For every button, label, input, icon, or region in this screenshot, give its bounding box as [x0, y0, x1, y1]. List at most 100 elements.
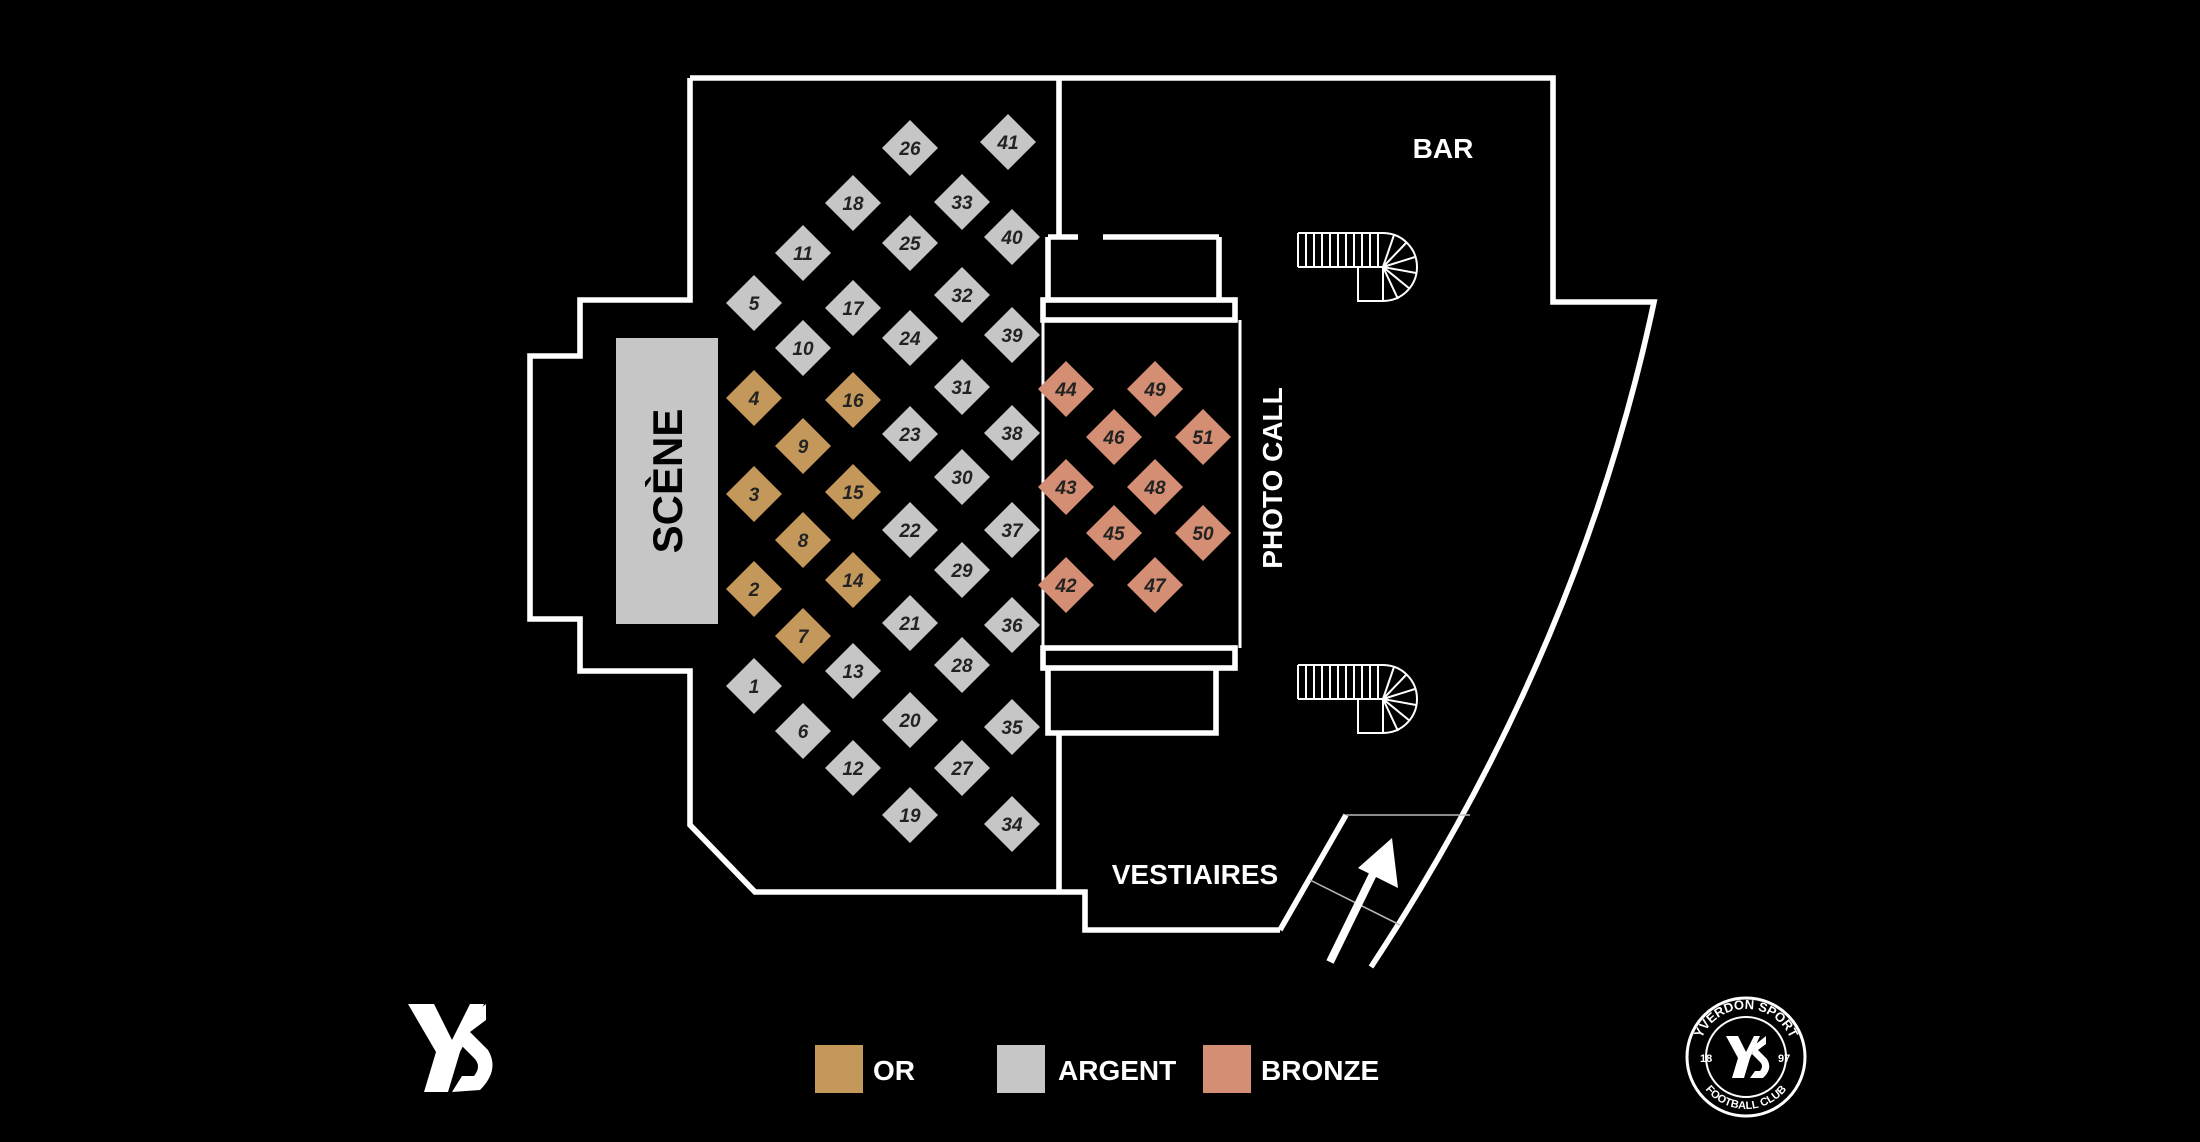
table-diamond[interactable] [775, 418, 831, 474]
table-10[interactable]: 10 [775, 320, 831, 376]
table-38[interactable]: 38 [984, 405, 1040, 461]
table-diamond[interactable] [775, 225, 831, 281]
table-49[interactable]: 49 [1127, 361, 1183, 417]
table-30[interactable]: 30 [934, 449, 990, 505]
table-23[interactable]: 23 [882, 406, 938, 462]
table-51[interactable]: 51 [1175, 409, 1231, 465]
table-27[interactable]: 27 [934, 740, 990, 796]
table-45[interactable]: 45 [1086, 505, 1142, 561]
table-diamond[interactable] [1127, 459, 1183, 515]
table-12[interactable]: 12 [825, 740, 881, 796]
table-22[interactable]: 22 [882, 502, 938, 558]
table-34[interactable]: 34 [984, 796, 1040, 852]
table-13[interactable]: 13 [825, 643, 881, 699]
table-8[interactable]: 8 [775, 512, 831, 568]
table-diamond[interactable] [825, 175, 881, 231]
table-diamond[interactable] [726, 658, 782, 714]
table-diamond[interactable] [882, 502, 938, 558]
table-25[interactable]: 25 [882, 215, 938, 271]
table-2[interactable]: 2 [726, 561, 782, 617]
table-diamond[interactable] [1038, 557, 1094, 613]
table-16[interactable]: 16 [825, 372, 881, 428]
table-42[interactable]: 42 [1038, 557, 1094, 613]
table-diamond[interactable] [882, 406, 938, 462]
table-diamond[interactable] [1175, 409, 1231, 465]
table-diamond[interactable] [984, 699, 1040, 755]
table-31[interactable]: 31 [934, 359, 990, 415]
table-14[interactable]: 14 [825, 552, 881, 608]
table-19[interactable]: 19 [882, 787, 938, 843]
table-diamond[interactable] [726, 466, 782, 522]
table-diamond[interactable] [775, 512, 831, 568]
table-diamond[interactable] [825, 740, 881, 796]
table-3[interactable]: 3 [726, 466, 782, 522]
table-24[interactable]: 24 [882, 310, 938, 366]
table-32[interactable]: 32 [934, 267, 990, 323]
table-diamond[interactable] [980, 114, 1036, 170]
table-28[interactable]: 28 [934, 637, 990, 693]
table-6[interactable]: 6 [775, 703, 831, 759]
table-5[interactable]: 5 [726, 275, 782, 331]
table-21[interactable]: 21 [882, 595, 938, 651]
table-diamond[interactable] [882, 787, 938, 843]
table-40[interactable]: 40 [984, 209, 1040, 265]
table-diamond[interactable] [934, 740, 990, 796]
table-diamond[interactable] [726, 275, 782, 331]
table-diamond[interactable] [1038, 361, 1094, 417]
table-4[interactable]: 4 [726, 370, 782, 426]
table-36[interactable]: 36 [984, 597, 1040, 653]
table-44[interactable]: 44 [1038, 361, 1094, 417]
table-diamond[interactable] [934, 174, 990, 230]
table-diamond[interactable] [825, 280, 881, 336]
table-diamond[interactable] [1086, 409, 1142, 465]
table-diamond[interactable] [1175, 505, 1231, 561]
table-diamond[interactable] [882, 310, 938, 366]
table-9[interactable]: 9 [775, 418, 831, 474]
table-diamond[interactable] [1038, 459, 1094, 515]
table-diamond[interactable] [984, 597, 1040, 653]
table-47[interactable]: 47 [1127, 557, 1183, 613]
table-diamond[interactable] [934, 449, 990, 505]
table-39[interactable]: 39 [984, 307, 1040, 363]
table-diamond[interactable] [825, 464, 881, 520]
table-diamond[interactable] [825, 372, 881, 428]
table-37[interactable]: 37 [984, 502, 1040, 558]
table-diamond[interactable] [984, 307, 1040, 363]
table-29[interactable]: 29 [934, 542, 990, 598]
table-diamond[interactable] [775, 703, 831, 759]
table-17[interactable]: 17 [825, 280, 881, 336]
table-diamond[interactable] [984, 502, 1040, 558]
table-diamond[interactable] [984, 209, 1040, 265]
table-diamond[interactable] [934, 267, 990, 323]
table-diamond[interactable] [934, 359, 990, 415]
table-11[interactable]: 11 [775, 225, 831, 281]
table-diamond[interactable] [825, 643, 881, 699]
table-diamond[interactable] [726, 561, 782, 617]
table-diamond[interactable] [984, 796, 1040, 852]
table-diamond[interactable] [775, 320, 831, 376]
table-7[interactable]: 7 [775, 608, 831, 664]
table-diamond[interactable] [984, 405, 1040, 461]
table-diamond[interactable] [726, 370, 782, 426]
table-diamond[interactable] [882, 692, 938, 748]
table-18[interactable]: 18 [825, 175, 881, 231]
table-diamond[interactable] [882, 595, 938, 651]
table-diamond[interactable] [825, 552, 881, 608]
table-48[interactable]: 48 [1127, 459, 1183, 515]
table-50[interactable]: 50 [1175, 505, 1231, 561]
table-diamond[interactable] [934, 637, 990, 693]
table-diamond[interactable] [1127, 361, 1183, 417]
table-41[interactable]: 41 [980, 114, 1036, 170]
table-33[interactable]: 33 [934, 174, 990, 230]
table-diamond[interactable] [1127, 557, 1183, 613]
table-diamond[interactable] [1086, 505, 1142, 561]
table-20[interactable]: 20 [882, 692, 938, 748]
table-35[interactable]: 35 [984, 699, 1040, 755]
table-15[interactable]: 15 [825, 464, 881, 520]
table-43[interactable]: 43 [1038, 459, 1094, 515]
table-diamond[interactable] [934, 542, 990, 598]
table-26[interactable]: 26 [882, 120, 938, 176]
table-diamond[interactable] [882, 120, 938, 176]
table-46[interactable]: 46 [1086, 409, 1142, 465]
table-diamond[interactable] [882, 215, 938, 271]
